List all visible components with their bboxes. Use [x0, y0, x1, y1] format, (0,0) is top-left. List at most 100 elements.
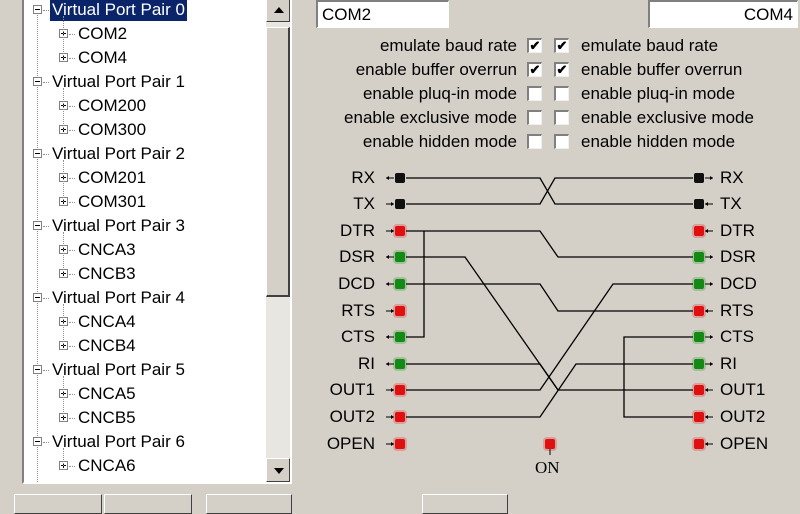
- tree-branch-line: [69, 274, 75, 275]
- option-checkbox-left[interactable]: ✔: [527, 38, 542, 53]
- right-pin-label: OUT1: [720, 380, 766, 399]
- bottom-button-2[interactable]: [104, 494, 192, 514]
- option-label-right: enable pluq-in mode: [581, 84, 736, 103]
- tree-port-label: CNCA3: [78, 240, 136, 259]
- left-pin-led: [395, 439, 405, 449]
- right-pin-label: OPEN: [720, 434, 769, 453]
- tree-branch-line: [69, 130, 75, 131]
- collapse-icon[interactable]: [33, 437, 42, 446]
- option-label-right: enable exclusive mode: [581, 108, 754, 127]
- left-pin-led: [395, 199, 405, 209]
- option-checkbox-left[interactable]: [527, 110, 542, 125]
- scroll-down-button[interactable]: [266, 458, 290, 482]
- option-checkbox-right[interactable]: [554, 134, 569, 149]
- tree-pair-label: Virtual Port Pair 3: [52, 216, 185, 235]
- arrow-down-icon: [274, 468, 284, 474]
- tree-port-label: COM300: [78, 120, 147, 139]
- tree-port-label: CNCA5: [78, 384, 136, 403]
- tree-child-line: [63, 376, 64, 418]
- tree-branch-line: [69, 322, 75, 323]
- tree-node-pair[interactable]: Virtual Port Pair 0: [24, 0, 264, 22]
- collapse-icon[interactable]: [33, 149, 42, 158]
- tree-node-pair[interactable]: Virtual Port Pair 2: [24, 142, 264, 166]
- collapse-icon[interactable]: [33, 293, 42, 302]
- tree-branch-line: [43, 10, 49, 11]
- option-label-left: enable exclusive mode: [344, 108, 517, 127]
- right-pin-label: TX: [720, 194, 742, 213]
- left-pin-led: [395, 412, 405, 422]
- right-pin-led: [694, 385, 704, 395]
- option-checkbox-right[interactable]: ✔: [554, 38, 569, 53]
- option-checkbox-right[interactable]: [554, 110, 569, 125]
- arrow-up-icon: [274, 7, 284, 13]
- tree-port-label: COM200: [78, 96, 147, 115]
- tree-content: Virtual Port Pair 0 COM2 COM4 Virtual Po…: [24, 0, 266, 482]
- tree-node-pair[interactable]: Virtual Port Pair 4: [24, 286, 264, 310]
- collapse-icon[interactable]: [33, 5, 42, 14]
- option-label-right: emulate baud rate: [581, 36, 719, 55]
- tree-port-label: CNCB5: [78, 408, 136, 427]
- right-pin-label: DCD: [720, 274, 757, 293]
- collapse-icon[interactable]: [33, 221, 42, 230]
- left-pin-led: [395, 173, 405, 183]
- tree-node-pair[interactable]: Virtual Port Pair 5: [24, 358, 264, 382]
- bottom-button-1[interactable]: [14, 494, 102, 514]
- tree-branch-line: [43, 154, 49, 155]
- option-checkbox-left[interactable]: ✔: [527, 62, 542, 77]
- option-checkbox-right[interactable]: ✔: [554, 62, 569, 77]
- tree-port-label: CNCB4: [78, 336, 136, 355]
- right-pin-label: DTR: [720, 221, 755, 240]
- left-port-name-input[interactable]: [316, 0, 449, 28]
- left-pin-label: CTS: [341, 327, 375, 346]
- left-pin-led: [395, 252, 405, 262]
- option-checkbox-left[interactable]: [527, 134, 542, 149]
- tree-branch-line: [69, 106, 75, 107]
- option-label-left: enable pluq-in mode: [362, 84, 517, 103]
- tree-child-line: [63, 88, 64, 130]
- tree-port-label: COM201: [78, 168, 147, 187]
- right-pin-label: RX: [720, 168, 744, 187]
- collapse-icon[interactable]: [33, 365, 42, 374]
- right-pin-label: RTS: [720, 301, 754, 320]
- tree-node-pair[interactable]: Virtual Port Pair 1: [24, 70, 264, 94]
- bottom-button-3[interactable]: [206, 494, 292, 514]
- right-pin-led: [694, 173, 704, 183]
- scroll-up-button[interactable]: [266, 0, 290, 22]
- tree-pair-label: Virtual Port Pair 1: [52, 72, 185, 91]
- tree-child-line: [63, 448, 64, 466]
- tree-child-line: [63, 160, 64, 202]
- option-checkbox-left[interactable]: [527, 86, 542, 101]
- right-pin-led: [694, 279, 704, 289]
- option-label-right: enable hidden mode: [581, 132, 736, 151]
- tree-branch-line: [43, 82, 49, 83]
- tree-port-label: CNCA4: [78, 312, 136, 331]
- left-pin-led: [395, 226, 405, 236]
- right-pin-led: [694, 306, 704, 316]
- option-label-right: enable buffer overrun: [581, 60, 743, 79]
- tree-child-line: [63, 16, 64, 58]
- left-pin-led: [395, 359, 405, 369]
- left-pin-led: [395, 279, 405, 289]
- tree-scrollbar[interactable]: [266, 0, 290, 482]
- tree-pair-label: Virtual Port Pair 4: [52, 288, 185, 307]
- scrollbar-thumb[interactable]: [266, 27, 290, 297]
- right-port-name-input[interactable]: [648, 0, 798, 28]
- bottom-button-4[interactable]: [422, 494, 508, 514]
- tree-node-pair[interactable]: Virtual Port Pair 3: [24, 214, 264, 238]
- right-pin-led: [694, 226, 704, 236]
- tree-branch-line: [69, 394, 75, 395]
- left-pin-label: OUT1: [329, 380, 375, 399]
- port-pair-tree[interactable]: Virtual Port Pair 0 COM2 COM4 Virtual Po…: [22, 0, 292, 484]
- option-checkbox-right[interactable]: [554, 86, 569, 101]
- right-pin-led: [694, 199, 704, 209]
- tree-port-label: COM301: [78, 192, 147, 211]
- tree-pair-label: Virtual Port Pair 5: [52, 360, 185, 379]
- tree-child-line: [63, 304, 64, 346]
- tree-port-label: COM4: [78, 48, 128, 67]
- left-pin-label: OUT2: [329, 407, 375, 426]
- collapse-icon[interactable]: [33, 77, 42, 86]
- tree-node-pair[interactable]: Virtual Port Pair 6: [24, 430, 264, 454]
- right-pin-label: CTS: [720, 327, 754, 346]
- tree-branch-line: [69, 346, 75, 347]
- left-pin-led: [395, 306, 405, 316]
